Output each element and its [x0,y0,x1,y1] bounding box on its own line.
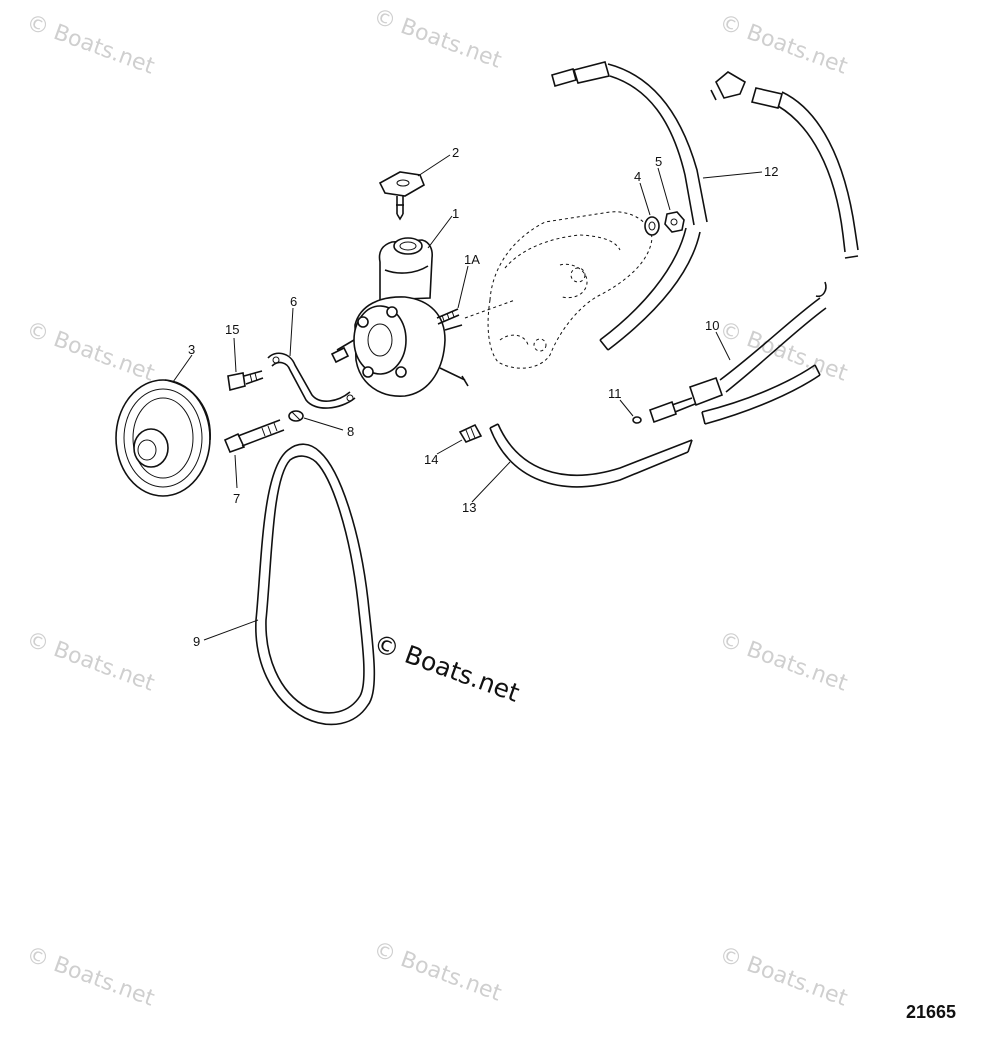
callout-label-5: 5 [655,154,662,169]
callout-label-13: 13 [462,500,476,515]
hose [489,364,821,488]
watermark: © Boats.net [370,4,505,74]
pulley [115,379,211,497]
callout-label-1a: 1A [464,252,480,267]
watermark: © Boats.net [23,942,158,1012]
center-watermark: © Boats.net [370,628,523,707]
callout-label-2: 2 [452,145,459,160]
figure-number: 21665 [906,1002,956,1022]
leader-lines [172,154,763,641]
callout-label-6: 6 [290,294,297,309]
callout-label-14: 14 [424,452,438,467]
callout-label-15: 15 [225,322,239,337]
callout-label-1: 1 [452,206,459,221]
callout-labels: 1 1A 2 3 4 5 6 7 8 9 10 11 12 13 14 15 [188,145,778,649]
mounting-bracket [464,211,653,369]
brace [267,352,356,409]
watermark: © Boats.net [716,942,851,1012]
watermark: © Boats.net [716,10,851,80]
power-steering-pump [330,237,469,397]
lock-washer [288,410,304,422]
callout-label-10: 10 [705,318,719,333]
watermark: © Boats.net [23,627,158,697]
callout-label-9: 9 [193,634,200,649]
watermarks: © Boats.net © Boats.net © Boats.net © Bo… [23,4,851,1012]
return-hose [648,297,827,424]
nut [664,211,685,233]
watermark: © Boats.net [23,317,158,387]
mounting-stud [436,308,460,325]
callout-label-3: 3 [188,342,195,357]
watermark: © Boats.net [716,627,851,697]
callout-label-4: 4 [634,169,641,184]
washer [644,216,660,236]
drive-belt [255,443,376,726]
callout-label-8: 8 [347,424,354,439]
watermark: © Boats.net [23,10,158,80]
o-ring [632,416,642,424]
reservoir-cap [378,171,425,221]
callout-label-7: 7 [233,491,240,506]
callout-label-12: 12 [764,164,778,179]
hose-fitting [458,423,483,443]
bolt-long [223,419,285,454]
pressure-hose [551,61,859,351]
bolt-short [227,370,264,392]
watermark: © Boats.net [370,937,505,1007]
callout-label-11: 11 [608,386,622,401]
